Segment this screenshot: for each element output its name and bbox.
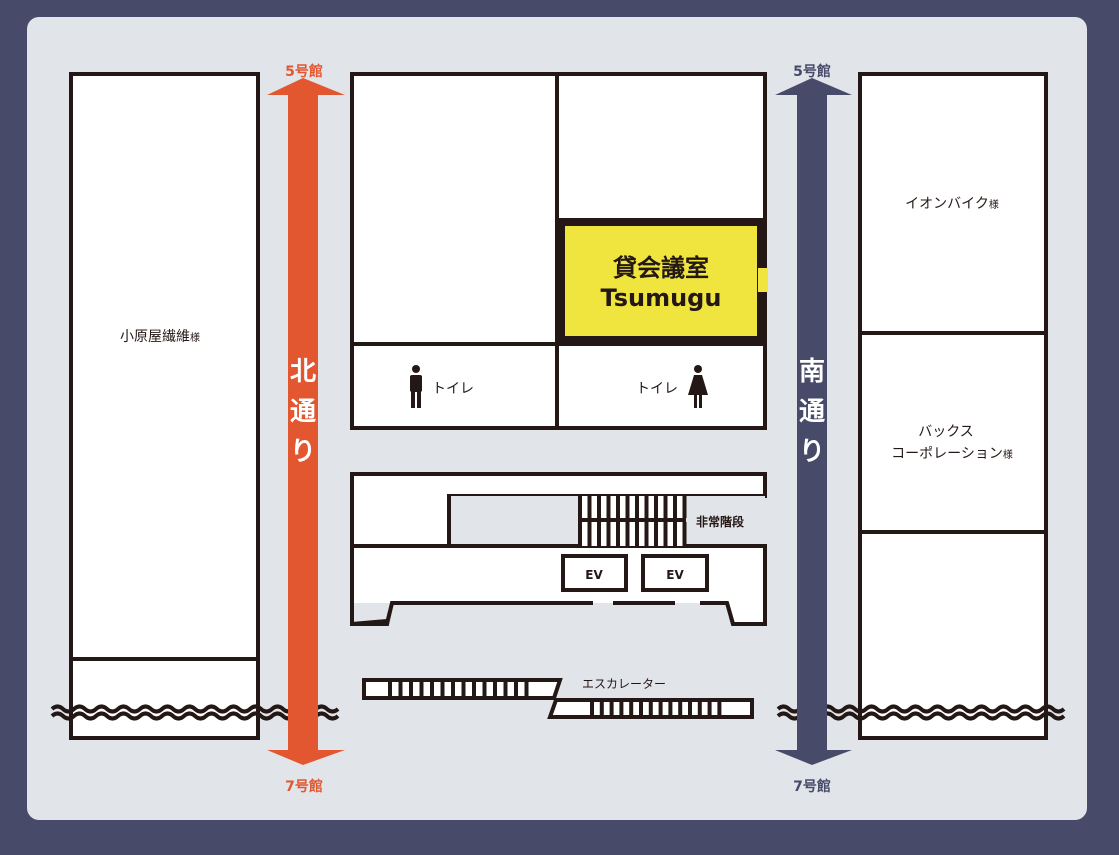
step-bar (587, 496, 592, 518)
elevator-2-label[interactable]: EV (666, 568, 684, 582)
south-bottom-label: 7号館 (793, 778, 831, 795)
step-bar (663, 522, 668, 546)
meeting-room-door (758, 268, 768, 292)
step-bar (461, 682, 466, 696)
south-top-label: 5号館 (793, 63, 831, 80)
step-bar (587, 522, 592, 546)
south-street-arrow (775, 78, 852, 765)
step-bar (682, 522, 687, 546)
step-bar (697, 702, 702, 715)
step-bar (658, 702, 663, 715)
right-shop-2-line2: コーポレーション様 (891, 446, 1013, 462)
step-bar (635, 522, 639, 546)
step-bar (629, 702, 634, 715)
step-bar (578, 518, 686, 522)
step-bar (648, 702, 653, 715)
north-top-label: 5号館 (285, 63, 323, 80)
step-bar (606, 496, 611, 518)
step-bar (616, 496, 620, 518)
step-bar (635, 496, 639, 518)
street-char: 通 (799, 397, 825, 427)
step-bar (707, 702, 712, 715)
north-street-arrow (267, 78, 345, 765)
male-icon (410, 365, 422, 408)
step-bar (663, 496, 668, 518)
step-bar (654, 496, 658, 518)
step-bar (472, 682, 476, 696)
meeting-room-tsumugu[interactable] (557, 218, 765, 344)
street-char: 北 (290, 357, 316, 387)
step-bar (514, 682, 518, 696)
step-bar (503, 682, 508, 696)
step-bar (609, 702, 614, 715)
step-bar (440, 682, 445, 696)
step-bar (493, 682, 497, 696)
street-char: り (799, 437, 825, 467)
step-bar (625, 496, 630, 518)
emergency-stairs (578, 496, 687, 546)
step-bar (678, 702, 683, 715)
male-toilet-label: トイレ (432, 381, 474, 397)
step-bar (619, 702, 624, 715)
step-bar (654, 522, 658, 546)
room-title: 貸会議室 (613, 254, 709, 282)
step-bar (688, 702, 692, 715)
step-bar (388, 682, 392, 696)
left-building (69, 72, 260, 740)
step-bar (578, 522, 582, 546)
step-bar (597, 496, 601, 518)
right-building (858, 72, 1048, 740)
elevator-1-label[interactable]: EV (585, 568, 603, 582)
right-shop-1-label: イオンバイク様 (905, 196, 999, 212)
step-bar (524, 682, 529, 696)
step-bar (673, 522, 677, 546)
street-char: 通 (290, 397, 316, 427)
female-icon (688, 365, 708, 408)
step-bar (625, 522, 630, 546)
step-bar (578, 496, 582, 518)
north-street-name: 北 通 り (290, 357, 316, 467)
step-bar (590, 702, 594, 715)
street-char: り (290, 437, 316, 467)
step-bar (597, 522, 601, 546)
right-shop-2-line1: バックス (918, 424, 974, 440)
step-bar (430, 682, 434, 696)
north-bottom-label: 7号館 (285, 778, 323, 795)
step-bar (451, 682, 455, 696)
elevator-1 (561, 554, 628, 592)
step-bar (644, 522, 649, 546)
step-bar (419, 682, 424, 696)
step-bar (682, 496, 687, 518)
female-toilet-label: トイレ (636, 381, 678, 397)
step-bar (606, 522, 611, 546)
room-subtitle: Tsumugu (601, 284, 722, 312)
step-bar (673, 496, 677, 518)
escalator (362, 678, 754, 719)
step-bar (717, 702, 722, 715)
stairs-label: 非常階段 (696, 514, 745, 529)
left-shop-label: 小原屋繊維様 (120, 329, 200, 345)
step-bar (616, 522, 620, 546)
step-bar (668, 702, 673, 715)
elevator-2 (641, 554, 709, 592)
step-bar (409, 682, 413, 696)
street-char: 南 (799, 357, 825, 387)
step-bar (639, 702, 643, 715)
south-street-name: 南 通 り (799, 357, 825, 467)
escalator-label: エスカレーター (582, 677, 666, 691)
step-bar (599, 702, 604, 715)
step-bar (644, 496, 649, 518)
step-bar (482, 682, 487, 696)
step-bar (398, 682, 403, 696)
